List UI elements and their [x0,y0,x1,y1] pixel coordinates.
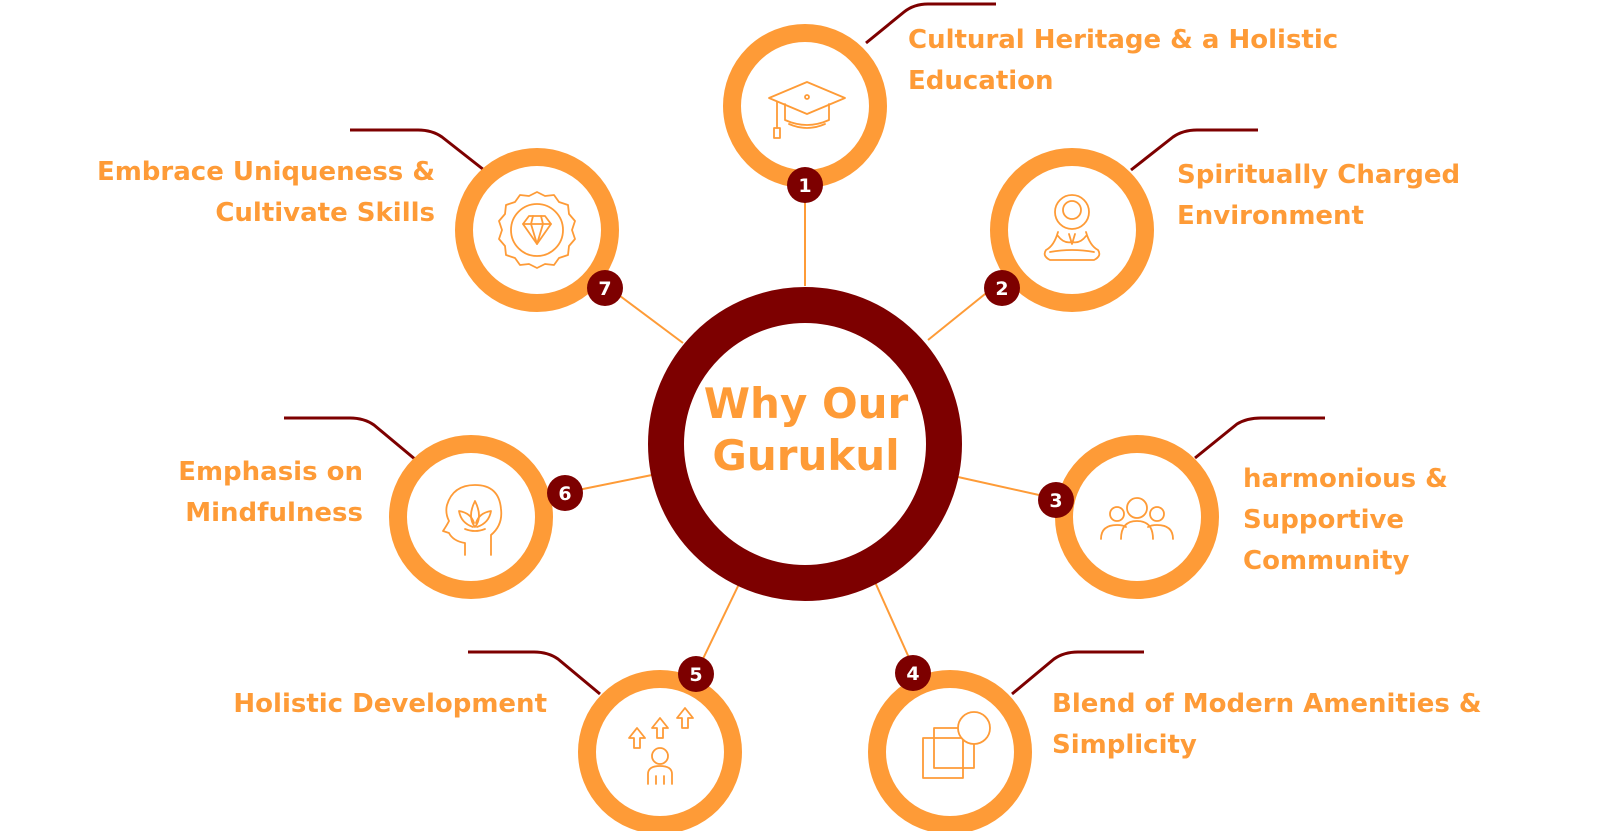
leader-5 [468,650,601,696]
connector-5 [699,581,741,666]
badge-number-3: 3 [1049,490,1062,512]
item-3 [1038,435,1219,599]
item-label-1: Cultural Heritage & a Holistic Education [908,25,1339,96]
overlapping-shapes-icon [922,711,991,779]
item-ring-4 [868,670,1032,831]
item-label-6: Emphasis on Mindfulness [178,457,363,528]
item-ring-7 [455,148,619,312]
badge-6 [547,475,583,511]
graduation-cap-icon [768,81,846,139]
badge-1 [787,167,823,203]
central-hub [648,287,962,601]
item-1 [723,24,887,203]
item-label-5: Holistic Development [233,689,547,719]
leader-7 [350,128,485,172]
badge-7 [587,270,623,306]
meditation-icon [1043,194,1101,261]
item-label-4: Blend of Modern Amenities & Simplicity [1052,689,1482,760]
item-label-2: Spiritually Charged Environment [1177,160,1461,231]
badge-number-6: 6 [558,483,571,505]
diamond-badge-icon [498,191,576,269]
badge-number-1: 1 [798,175,811,197]
connector-2 [927,289,991,341]
leader-6 [284,416,417,462]
item-ring-1 [723,24,887,188]
badge-3 [1038,482,1074,518]
central-hub-ring [648,287,962,601]
hub-connectors [577,198,1049,666]
item-4 [868,655,1032,831]
connector-6 [577,474,653,491]
badge-number-2: 2 [995,278,1008,300]
community-icon [1100,497,1174,540]
connector-7 [611,289,684,344]
connector-3 [957,476,1049,498]
item-label-3: harmonious & Supportive Community [1243,464,1448,576]
growth-arrows-icon [628,707,694,785]
badge-2 [984,270,1020,306]
leader-1 [865,2,996,45]
badge-number-4: 4 [906,663,919,685]
badge-numbers: 1 2 3 4 5 6 7 [558,175,1062,686]
item-ring-5 [578,670,742,831]
item-6 [389,435,583,599]
badge-number-7: 7 [598,278,611,300]
item-ring-3 [1055,435,1219,599]
badge-5 [678,656,714,692]
item-label-7: Embrace Uniqueness & Cultivate Skills [96,157,435,228]
mindful-head-icon [442,484,503,556]
item-5 [578,656,742,831]
item-2 [984,148,1154,312]
hub-title: Why Our Gurukul [703,379,909,480]
leader-4 [1011,650,1144,696]
leader-2 [1130,128,1258,172]
leader-3 [1194,416,1325,460]
badge-number-5: 5 [689,664,702,686]
connector-4 [874,581,911,661]
badge-4 [895,655,931,691]
item-7 [455,148,623,312]
item-ring-2 [990,148,1154,312]
leader-lines [284,2,1325,696]
